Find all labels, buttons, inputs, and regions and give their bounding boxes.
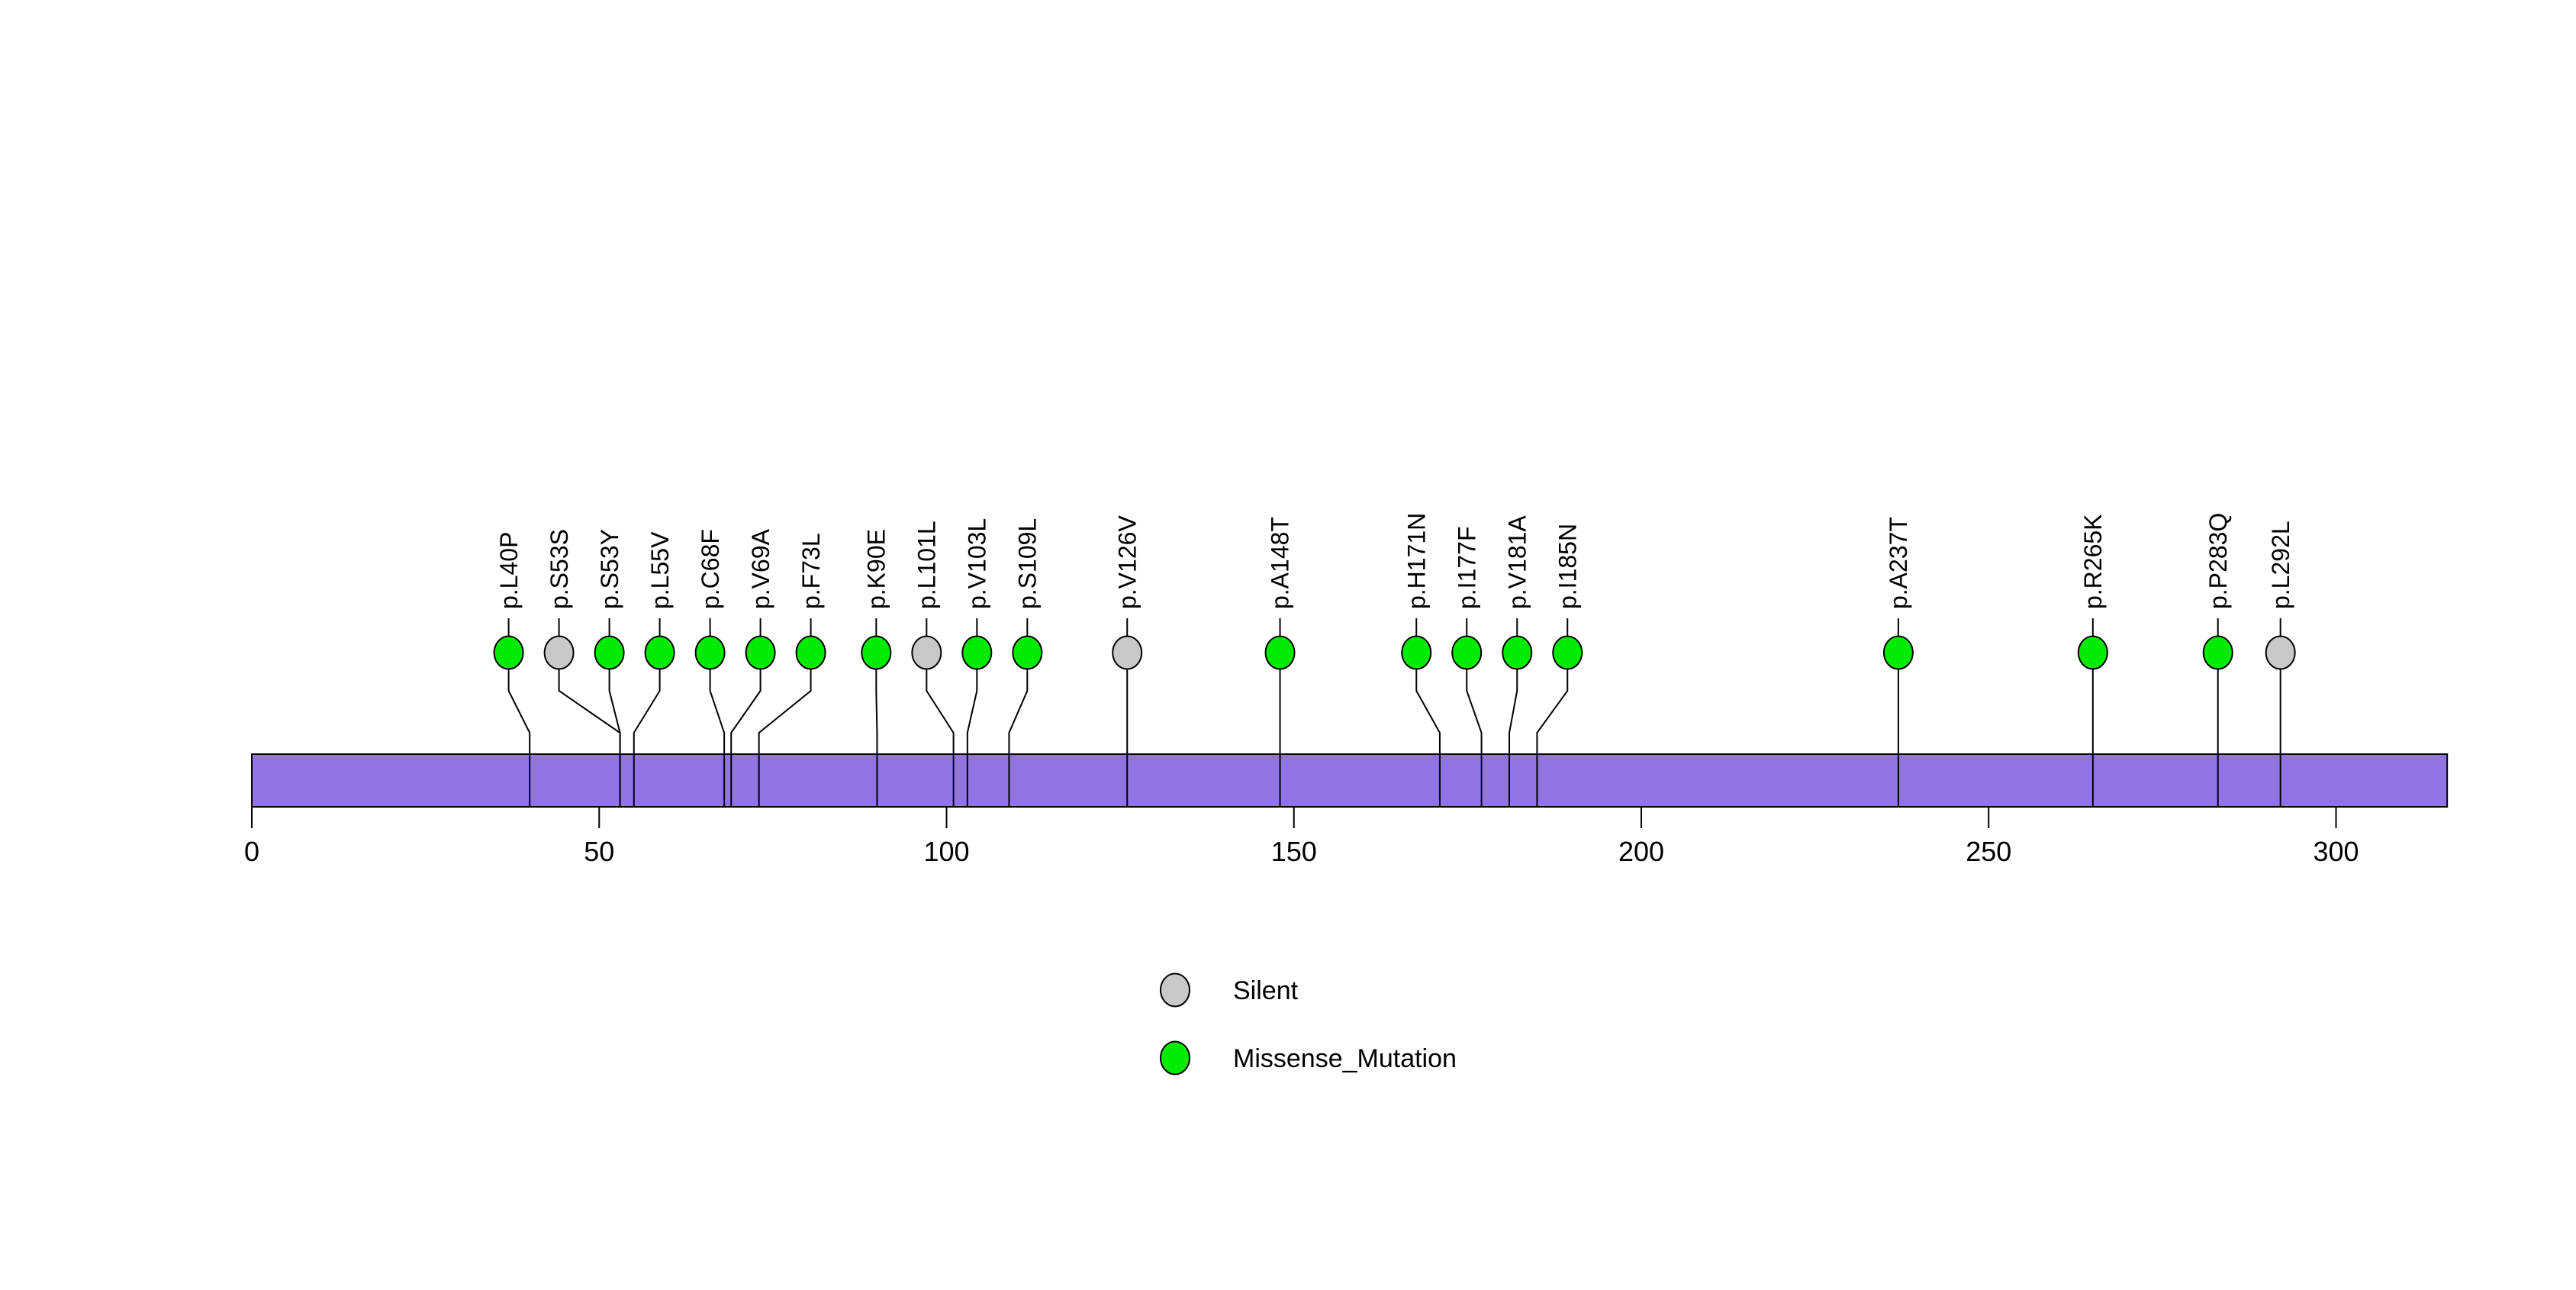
mutation-stem bbox=[1008, 669, 1029, 807]
mutation-label: p.I185N bbox=[1554, 524, 1581, 609]
mutation-circle bbox=[694, 635, 726, 670]
mutation-stem bbox=[507, 669, 531, 807]
mutation-label: p.L101L bbox=[913, 521, 941, 609]
mutation-label: p.L40P bbox=[495, 532, 523, 609]
mutation-circle bbox=[1451, 635, 1483, 670]
domain-bar bbox=[251, 753, 2449, 808]
mutation-label: p.A237T bbox=[1885, 517, 1912, 609]
mutation-circle bbox=[911, 635, 942, 670]
mutation-label: p.V69A bbox=[747, 528, 774, 609]
mutation-circle bbox=[1264, 635, 1296, 670]
mutation-circle bbox=[745, 635, 776, 670]
mutation-label: p.L292L bbox=[2267, 521, 2294, 609]
legend-label: Silent bbox=[1233, 976, 1299, 1005]
mutation-stem bbox=[875, 669, 878, 807]
axis-tick-label: 150 bbox=[1271, 836, 1317, 867]
mutation-stem bbox=[1509, 669, 1518, 807]
mutation-circle bbox=[1401, 635, 1432, 670]
legend-label: Missense_Mutation bbox=[1233, 1044, 1457, 1073]
axis-tick-label: 300 bbox=[2313, 836, 2359, 867]
mutation-label: p.V126V bbox=[1113, 515, 1141, 609]
mutation-circle bbox=[1882, 635, 1914, 670]
axis-tick-label: 0 bbox=[244, 836, 259, 867]
legend-swatch bbox=[1160, 1040, 1190, 1076]
mutation-label: p.S53Y bbox=[596, 529, 623, 609]
mutation-circle bbox=[795, 635, 826, 670]
mutation-circle bbox=[1502, 635, 1533, 670]
mutation-label: p.A148T bbox=[1267, 517, 1294, 609]
axis-tick-label: 200 bbox=[1618, 836, 1664, 867]
mutation-label: p.L55V bbox=[646, 531, 674, 609]
axis-tick-label: 250 bbox=[1966, 836, 2011, 867]
mutation-label: p.K90E bbox=[863, 529, 890, 609]
mutation-label: p.V181A bbox=[1503, 515, 1531, 609]
mutation-circle bbox=[1012, 635, 1043, 670]
axis-tick-label: 50 bbox=[584, 836, 614, 867]
mutation-circle bbox=[543, 635, 575, 670]
mutation-stem bbox=[1415, 669, 1441, 807]
mutation-circle bbox=[2202, 635, 2233, 670]
mutation-label: p.S109L bbox=[1014, 518, 1042, 609]
mutation-stem bbox=[758, 669, 812, 807]
mutation-circle bbox=[961, 635, 993, 670]
mutation-label: p.I177F bbox=[1453, 526, 1480, 609]
mutation-label: p.P283Q bbox=[2204, 513, 2232, 609]
mutation-stem bbox=[966, 669, 978, 807]
mutation-label: p.C68F bbox=[697, 529, 724, 609]
mutation-circle bbox=[2077, 635, 2108, 670]
mutation-stem bbox=[633, 669, 661, 807]
mutation-stem bbox=[1466, 669, 1483, 807]
mutation-label: p.F73L bbox=[797, 533, 825, 609]
mutation-label: p.R265K bbox=[2079, 514, 2107, 609]
mutation-label: p.H171N bbox=[1402, 513, 1430, 609]
mutation-stem bbox=[926, 669, 955, 807]
mutation-stem bbox=[730, 669, 762, 807]
mutation-circle bbox=[594, 635, 625, 670]
mutation-circle bbox=[644, 635, 675, 670]
mutation-circle bbox=[861, 635, 892, 670]
legend-swatch bbox=[1160, 972, 1190, 1008]
mutation-label: p.S53S bbox=[546, 529, 573, 609]
mutation-stem bbox=[1536, 669, 1569, 807]
axis-tick-label: 100 bbox=[923, 836, 969, 867]
mutation-circle bbox=[1112, 635, 1143, 670]
mutation-label: p.V103L bbox=[964, 518, 991, 609]
mutation-circle bbox=[493, 635, 524, 670]
mutation-stem bbox=[709, 669, 726, 807]
mutation-circle bbox=[1552, 635, 1583, 670]
mutation-circle bbox=[2265, 635, 2296, 670]
mutation-stem bbox=[608, 669, 621, 807]
